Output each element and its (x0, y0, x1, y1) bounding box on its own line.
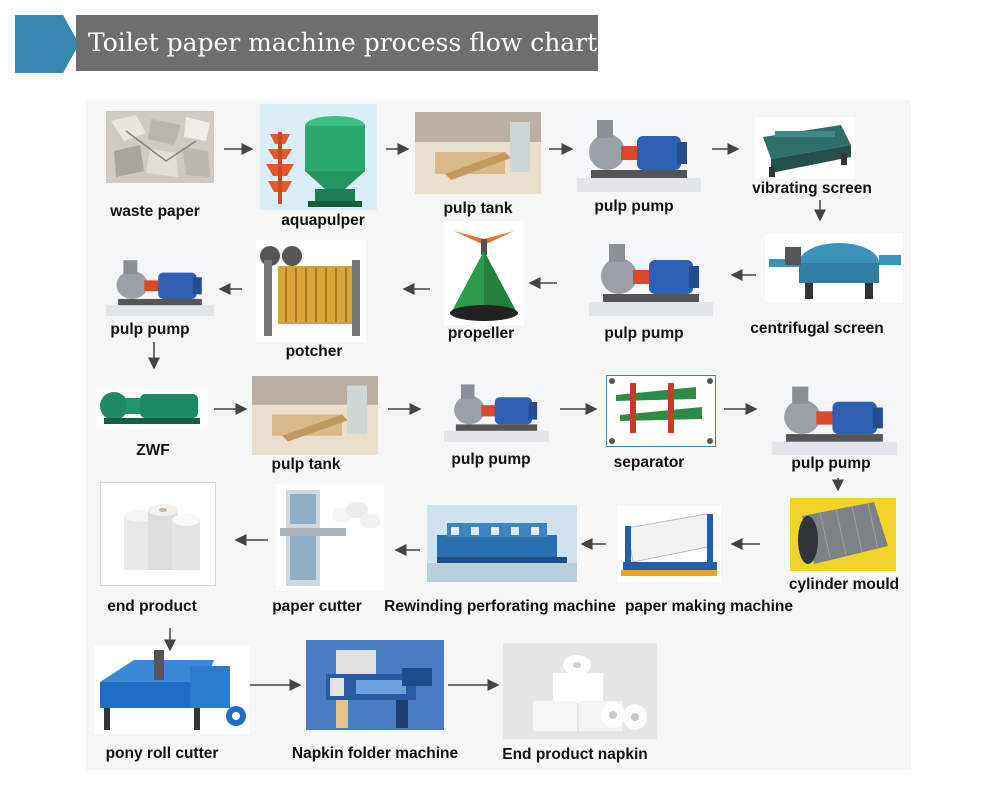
pulp-pump-5-image (772, 379, 897, 455)
pony-roll-cutter-image (94, 646, 250, 734)
paper-making-machine-image (617, 506, 721, 582)
label-end-product-napkin: End product napkin (502, 746, 648, 763)
label-separator: separator (613, 454, 685, 471)
label-paper-cutter: paper cutter (272, 598, 362, 615)
separator-image (606, 375, 716, 447)
cylinder-mould-image (790, 498, 896, 571)
label-cylinder-mould: cylinder mould (788, 576, 900, 593)
pulp-pump-4-image (444, 378, 549, 442)
label-propeller: propeller (447, 325, 515, 342)
end-product-image (100, 482, 216, 586)
header-chevron-icon (15, 15, 79, 73)
label-aquapulper: aquapulper (281, 212, 365, 229)
napkin-folder-machine-image (306, 640, 444, 730)
label-end-product: end product (107, 598, 197, 615)
aquapulper-image (260, 104, 377, 210)
label-paper-making-machine: paper making machine (625, 598, 793, 615)
label-rewinding-perforating-machine: Rewinding perforating machine (384, 598, 616, 615)
label-pulp-pump-2: pulp pump (110, 321, 190, 338)
label-waste-paper: waste paper (110, 203, 200, 220)
label-pulp-tank-2: pulp tank (271, 456, 341, 473)
label-zwf: ZWF (136, 442, 170, 459)
potcher-image (256, 240, 366, 342)
pulp-pump-2-image (106, 254, 214, 316)
end-product-napkin-image (503, 643, 657, 739)
pulp-pump-1-image (577, 112, 701, 192)
label-centrifugal-screen: centrifugal screen (750, 320, 884, 337)
label-pulp-pump-3: pulp pump (604, 325, 684, 342)
label-pulp-pump-1: pulp pump (594, 198, 674, 215)
label-pulp-tank-1: pulp tank (443, 200, 513, 217)
paper-cutter-image (276, 484, 384, 591)
rewinding-machine-image (427, 505, 577, 582)
pulp-tank-1-image (415, 112, 541, 194)
label-napkin-folder-machine: Napkin folder machine (291, 745, 459, 762)
page-title: Toilet paper machine process flow chart (88, 28, 598, 57)
pulp-pump-3-image (589, 236, 713, 316)
vibrating-screen-image (755, 117, 855, 179)
label-pulp-pump-5: pulp pump (791, 455, 871, 472)
header-bar: Toilet paper machine process flow chart (76, 15, 598, 71)
pulp-tank-2-image (252, 376, 378, 455)
label-vibrating-screen: vibrating screen (752, 180, 872, 197)
centrifugal-screen-image (765, 233, 903, 303)
label-pony-roll-cutter: pony roll cutter (105, 745, 219, 762)
waste-paper-image (106, 111, 214, 183)
propeller-image (444, 221, 524, 325)
zwf-pump-image (96, 388, 208, 428)
label-pulp-pump-4: pulp pump (451, 451, 531, 468)
label-potcher: potcher (285, 343, 343, 360)
